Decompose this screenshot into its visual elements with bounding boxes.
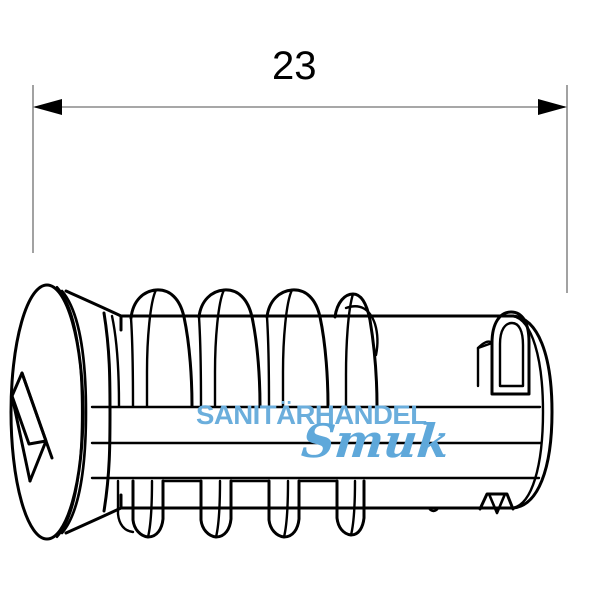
thread-fin-lower-2-edge <box>214 479 222 539</box>
thread-fin-upper-2-back <box>213 288 226 408</box>
thread-fin-upper-4 <box>333 292 379 408</box>
watermark-company-name: SANITÄRHANDEL <box>196 400 427 430</box>
thread-fin-lower-1-left <box>116 479 135 534</box>
thread-fin-upper-1-back <box>145 288 158 408</box>
head-flange-outer-ellipse <box>9 283 85 541</box>
thread-root-arc-1 <box>110 314 121 408</box>
tip-barb-outer <box>490 310 531 396</box>
dimension-value-label: 23 <box>272 44 317 88</box>
head-shoulder-left-top <box>102 311 112 414</box>
tip-end-cap <box>511 314 554 510</box>
tip-barb-notch <box>476 340 494 350</box>
head-slot-outline <box>10 371 48 446</box>
tip-notch-lower-v <box>487 492 507 515</box>
thread-fin-upper-3-back <box>281 288 294 408</box>
thread-fin-upper-2-root <box>197 315 203 408</box>
dimension-arrow-right <box>538 99 567 115</box>
tip-notch-lower <box>478 492 515 511</box>
head-slot-long-edge <box>20 371 54 483</box>
thread-fin-upper-4-back <box>344 292 355 408</box>
thread-fin-lower-1-edge <box>146 479 154 539</box>
thread-fin-lower-3-edge <box>282 479 290 539</box>
dimension-arrow-left <box>33 99 62 115</box>
thread-fin-upper-1-root <box>129 316 135 408</box>
head-shoulder-left-bottom <box>102 410 112 513</box>
thread-fin-upper-2 <box>197 288 262 408</box>
thread-fin-upper-1 <box>129 288 194 408</box>
thread-fin-lower-4-edge <box>349 479 357 537</box>
dimension-annotation <box>32 85 568 293</box>
body-dimple-lower <box>427 506 440 513</box>
thread-fin-upper-3-root <box>265 315 271 408</box>
watermark-script-name: Smuk <box>299 414 453 468</box>
thread-fin-upper-3 <box>265 288 330 408</box>
thread-tail-stroke <box>344 305 379 357</box>
head-flange-inner-rim <box>60 289 88 535</box>
part-geometry <box>9 283 554 541</box>
tip-barb-inner <box>498 321 525 388</box>
head-slot-tail <box>10 394 32 483</box>
head-flange-rim-shadow <box>55 285 84 539</box>
tip-barb-edge-left <box>476 341 494 388</box>
